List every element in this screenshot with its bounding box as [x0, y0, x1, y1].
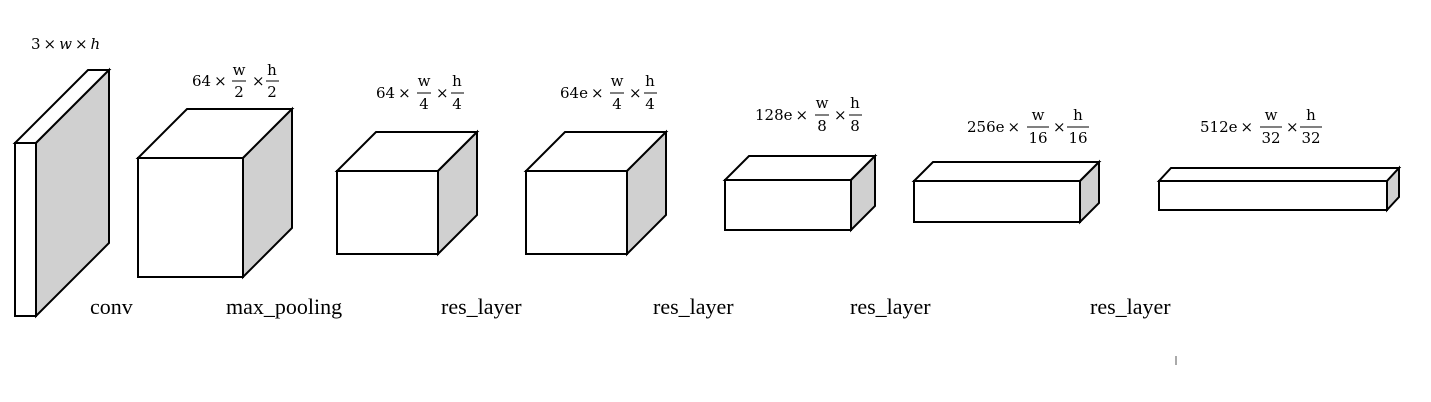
dim-res2-w-div: 4 [612, 95, 622, 113]
dim-res2-h: h [645, 72, 655, 90]
block-res2-front [525, 170, 628, 255]
dim-res4-w-div: 16 [1028, 129, 1047, 147]
tensor-block-res4 [911, 159, 1102, 225]
dim-pool-h-div: 2 [267, 83, 277, 101]
dim-res4-h-div: 16 [1068, 129, 1087, 147]
dim-res4-channels: 256e [967, 118, 1005, 136]
op-label-conv: conv [90, 294, 133, 319]
svg-text:64e×: 64e× [560, 84, 604, 102]
dim-res3-w: w [816, 94, 829, 112]
svg-text:512e×: 512e× [1200, 118, 1253, 136]
dim-pool-w-div: 2 [234, 83, 244, 101]
op-label-res-layer-1: res_layer [441, 294, 522, 319]
svg-text:×: × [1286, 118, 1299, 136]
op-label-res-layer-2: res_layer [653, 294, 734, 319]
tensor-block-pool [135, 106, 295, 280]
svg-text:128e×: 128e× [755, 106, 808, 124]
dim-res5-h: h [1306, 106, 1316, 124]
dim-res1-h-div: 4 [452, 95, 462, 113]
dim-res3-h: h [850, 94, 860, 112]
svg-text:×: × [629, 84, 642, 102]
block-res5-top [1156, 167, 1402, 182]
svg-text:256e×: 256e× [967, 118, 1020, 136]
dim-pool-w: w [233, 61, 246, 79]
block-res1-front [336, 170, 439, 255]
dim-label-res2: 64e× w 4 × h 4 [560, 72, 657, 113]
dim-res4-w: w [1032, 106, 1045, 124]
dim-res1-w: w [418, 72, 431, 90]
dim-label-pool: 64× w 2 × h 2 [192, 61, 279, 101]
dim-res2-channels: 64e [560, 84, 588, 102]
dim-res5-w: w [1265, 106, 1278, 124]
block-res4-front [913, 180, 1081, 223]
block-pool-front [137, 157, 244, 278]
op-label-res-layer-3: res_layer [850, 294, 931, 319]
dim-label-res1: 64× w 4 × h 4 [376, 72, 464, 113]
tensor-block-input [12, 67, 112, 319]
op-label-max-pooling: max_pooling [226, 294, 342, 319]
block-res3-front [724, 179, 852, 231]
dim-res1-w-div: 4 [419, 95, 429, 113]
dim-res3-w-div: 8 [817, 117, 827, 135]
block-input-side [35, 67, 110, 319]
dim-res5-channels: 512e [1200, 118, 1238, 136]
svg-text:×: × [834, 106, 847, 124]
dim-label-res4: 256e× w 16 × h 16 [967, 106, 1089, 147]
dim-pool-h: h [267, 61, 277, 79]
dim-res5-h-div: 32 [1301, 129, 1320, 147]
dim-label-res3: 128e× w 8 × h 8 [755, 94, 862, 135]
dim-res1-h: h [452, 72, 462, 90]
dim-res3-h-div: 8 [850, 117, 860, 135]
dim-label-res5: 512e× w 32 × h 32 [1200, 106, 1322, 147]
dim-res1-channels: 64 [376, 84, 395, 102]
dim-res2-w: w [611, 72, 624, 90]
svg-text:64×: 64× [192, 72, 227, 90]
tensor-block-res3 [722, 153, 878, 233]
block-res4-top [911, 161, 1102, 182]
dim-res5-w-div: 32 [1261, 129, 1280, 147]
dim-label-input: 3×w×h [31, 35, 100, 53]
dim-res4-h: h [1073, 106, 1083, 124]
dim-res2-h-div: 4 [645, 95, 655, 113]
tensor-block-res2 [523, 129, 669, 257]
dim-pool-channels: 64 [192, 72, 211, 90]
op-label-res-layer-4: res_layer [1090, 294, 1171, 319]
svg-text:×: × [436, 84, 449, 102]
svg-text:×: × [1053, 118, 1066, 136]
block-res3-top [722, 155, 878, 181]
dim-res3-channels: 128e [755, 106, 793, 124]
svg-text:64×: 64× [376, 84, 411, 102]
block-input-front [14, 142, 37, 317]
block-res5-front [1158, 180, 1388, 211]
svg-text:×: × [252, 72, 265, 90]
tensor-block-res5 [1156, 165, 1402, 213]
tensor-block-res1 [334, 129, 480, 257]
